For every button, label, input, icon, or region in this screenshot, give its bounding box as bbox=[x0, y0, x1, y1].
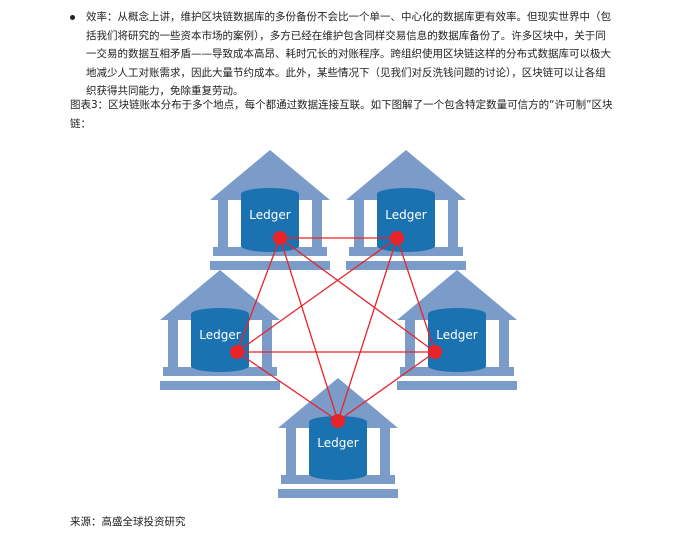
database-top bbox=[191, 308, 249, 320]
network-node bbox=[273, 231, 287, 245]
ledger-label: Ledger bbox=[249, 208, 290, 222]
source-note: 来源：高盛全球投资研究 bbox=[70, 516, 186, 528]
data-link bbox=[396, 237, 436, 353]
bank-building: Ledger bbox=[278, 378, 398, 498]
roof bbox=[210, 150, 330, 200]
data-link bbox=[236, 237, 398, 353]
ledger-label: Ledger bbox=[317, 436, 358, 450]
column bbox=[286, 428, 296, 476]
network-node bbox=[331, 414, 345, 428]
column bbox=[499, 320, 509, 368]
column bbox=[168, 320, 178, 368]
database-bottom bbox=[377, 240, 435, 252]
column bbox=[312, 200, 322, 248]
data-link bbox=[337, 351, 436, 422]
data-link bbox=[236, 351, 339, 422]
database-bottom bbox=[428, 360, 486, 372]
ledger-label: Ledger bbox=[385, 208, 426, 222]
ledger-database-icon bbox=[309, 422, 367, 474]
column bbox=[380, 428, 390, 476]
database-bottom bbox=[309, 468, 367, 480]
data-link bbox=[279, 237, 339, 422]
ledger-label: Ledger bbox=[436, 328, 477, 342]
bullet-paragraph: 效率：从概念上讲，维护区块链数据库的多份备份不会比一个单一、中心化的数据库更有效… bbox=[70, 8, 615, 101]
bank-building: Ledger bbox=[346, 150, 466, 270]
database-top bbox=[241, 188, 299, 200]
database-bottom bbox=[191, 360, 249, 372]
network-node bbox=[230, 345, 244, 359]
network-node bbox=[390, 231, 404, 245]
bullet-text: 效率：从概念上讲，维护区块链数据库的多份备份不会比一个单一、中心化的数据库更有效… bbox=[86, 11, 611, 97]
bank-building: Ledger bbox=[210, 150, 330, 270]
column bbox=[218, 200, 228, 248]
column bbox=[405, 320, 415, 368]
data-link bbox=[236, 237, 281, 353]
column bbox=[448, 200, 458, 248]
database-top bbox=[377, 188, 435, 200]
network-node bbox=[428, 345, 442, 359]
base-bar bbox=[397, 381, 517, 390]
roof bbox=[346, 150, 466, 200]
bank-building: Ledger bbox=[160, 270, 280, 390]
bank-building: Ledger bbox=[397, 270, 517, 390]
base-bar bbox=[160, 381, 280, 390]
roof bbox=[278, 378, 398, 428]
base-bar bbox=[278, 489, 398, 498]
column bbox=[262, 320, 272, 368]
data-link bbox=[279, 237, 436, 353]
figure-caption: 图表3：区块链账本分布于多个地点，每个都通过数据连接互联。如下图解了一个包含特定… bbox=[70, 99, 613, 130]
roof bbox=[160, 270, 280, 320]
ledger-database-icon bbox=[377, 194, 435, 246]
database-top bbox=[428, 308, 486, 320]
roof bbox=[397, 270, 517, 320]
data-link bbox=[337, 237, 398, 422]
ledger-database-icon bbox=[241, 194, 299, 246]
ledger-label: Ledger bbox=[199, 328, 240, 342]
column bbox=[354, 200, 364, 248]
bullet-icon bbox=[70, 15, 75, 20]
